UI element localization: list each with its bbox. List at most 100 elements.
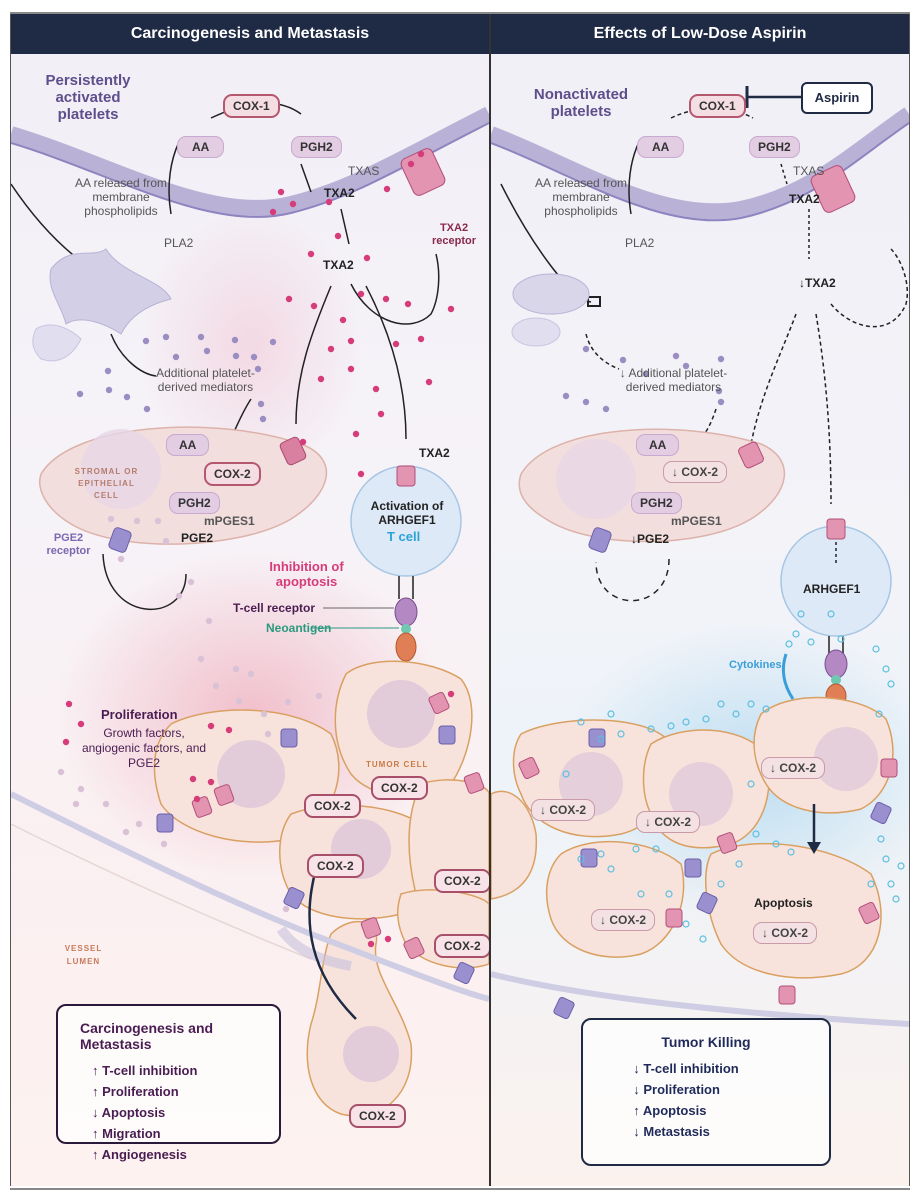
mediator-dot [562, 392, 570, 400]
pge2-dot [197, 655, 205, 663]
pge2-dot [122, 828, 130, 836]
summary-item: ↑ Angiogenesis [92, 1147, 187, 1162]
mediators-label: Additional platelet-derived mediators [156, 366, 255, 394]
arrow-pge2-loop-dashed [595, 558, 670, 602]
txa2-dot [447, 305, 455, 313]
cytokine-dot [562, 770, 570, 778]
summary-item: ↓ Metastasis [633, 1124, 710, 1139]
cytokine-dot [652, 845, 660, 853]
cytokine-dot [597, 850, 605, 858]
mediator-dot [602, 405, 610, 413]
pge2-dot [175, 592, 183, 600]
pge2-dot [282, 905, 290, 913]
cytokine-dot [787, 848, 795, 856]
arrow-mediators [110, 333, 157, 377]
stromal-cell-label: STROMAL OR EPITHELIAL CELL [74, 467, 139, 500]
arrow-txas [300, 163, 312, 193]
arhgef1-activation-label: Activation of ARHGEF1 [370, 499, 444, 527]
summary-item: ↑ T-cell inhibition [92, 1063, 198, 1078]
cytokine-dot [807, 638, 815, 646]
aa-pill: AA [637, 136, 685, 158]
cytokine-dot [717, 700, 725, 708]
pge2-dot [72, 800, 80, 808]
tumor-cox2-pill: ↓ COX-2 [761, 757, 826, 779]
pge2-label: PGE2 [181, 531, 214, 545]
pge2-dot [264, 730, 272, 738]
cytokine-arrow [781, 653, 795, 700]
cell-aa-pill: AA [636, 434, 680, 456]
mediator-dot [269, 338, 277, 346]
summary-box-tumor-killing: Tumor Killing ↓ T-cell inhibition ↓ Prol… [581, 1018, 831, 1166]
cytokine-dot [747, 700, 755, 708]
summary-item: ↓ Proliferation [633, 1082, 720, 1097]
txa2-dot [347, 365, 355, 373]
receptor [463, 772, 485, 794]
cytokine-dot [699, 935, 707, 943]
mediator-dot [619, 356, 627, 364]
cytokine-dot [617, 730, 625, 738]
mpges1-label: mPGES1 [204, 514, 255, 528]
cytokine-dot [752, 830, 760, 838]
txa2-dot [307, 250, 315, 258]
receptor [283, 886, 305, 910]
arrow-to-receptor [350, 253, 440, 325]
pge2-dot [232, 665, 240, 673]
cytokine-dot [877, 835, 885, 843]
t-cell-receptor-shape [394, 597, 418, 627]
mediator-dot [123, 393, 131, 401]
mediator-dot [717, 398, 725, 406]
vessel-lumen-label: VESSEL LUMEN [64, 944, 103, 966]
cytokine-dot [892, 895, 900, 903]
cell-pgh2-pill: PGH2 [631, 492, 682, 514]
vessel-wall [491, 971, 909, 1027]
pge2-dot [205, 617, 213, 625]
platelet-state-label: Nonactivated platelets [533, 86, 629, 120]
activated-platelet-small [32, 324, 82, 362]
cox1-pill: COX-1 [223, 94, 280, 118]
txa2-dot [269, 208, 277, 216]
stromal-nucleus [81, 429, 161, 509]
txa2-dot [383, 185, 391, 193]
aspirin-box: Aspirin [801, 82, 873, 114]
neoantigen-shape [401, 624, 411, 634]
pla2-label: PLA2 [625, 236, 655, 250]
tcell-txa2-label: TXA2 [419, 446, 450, 460]
tumor-cox2-pill: ↓ COX-2 [591, 909, 656, 931]
pge2-dot [133, 517, 141, 525]
cytokines-label: Cytokines [729, 659, 782, 671]
summary-box-carcinogenesis: Carcinogenesis and Metastasis ↑ T-cell i… [56, 1004, 281, 1162]
pge2-dot [260, 710, 268, 718]
txas-label: TXAS [793, 164, 825, 178]
mhc-shape [395, 632, 417, 662]
cytokine-dot [577, 718, 585, 726]
txas-label: TXAS [348, 164, 380, 178]
pgh2-pill: PGH2 [749, 136, 800, 158]
txa2-receptor-tcell [396, 465, 416, 487]
pge2-receptor [108, 527, 132, 553]
cytokine-dot [882, 855, 890, 863]
cell-aa-pill: AA [166, 434, 210, 456]
mediator-dot [172, 353, 180, 361]
pge2-dot [160, 840, 168, 848]
txa2-dot [357, 290, 365, 298]
receptor [280, 728, 298, 748]
panel-title: Effects of Low-Dose Aspirin [491, 14, 909, 54]
txa2-dot [367, 940, 375, 948]
pge2-dot [117, 555, 125, 563]
pge2-dot [212, 682, 220, 690]
cytokine-dot [772, 840, 780, 848]
txa2-dot [392, 340, 400, 348]
mediator-dot [76, 390, 84, 398]
proliferation-label: Proliferation [101, 707, 178, 722]
arrow-txa2-release [340, 208, 350, 245]
mediator-dot [143, 405, 151, 413]
txa2-dot [372, 385, 380, 393]
receptor [403, 936, 425, 960]
mediator-dot [250, 353, 258, 361]
neoantigen-label: Neoantigen [266, 621, 332, 635]
mediator-dot [257, 400, 265, 408]
cytokine-dot [797, 610, 805, 618]
txa2-receptor-label: TXA2 receptor [431, 222, 477, 247]
mediator-dot [104, 367, 112, 375]
platelet-state-label: Persistently activated platelets [45, 72, 131, 123]
